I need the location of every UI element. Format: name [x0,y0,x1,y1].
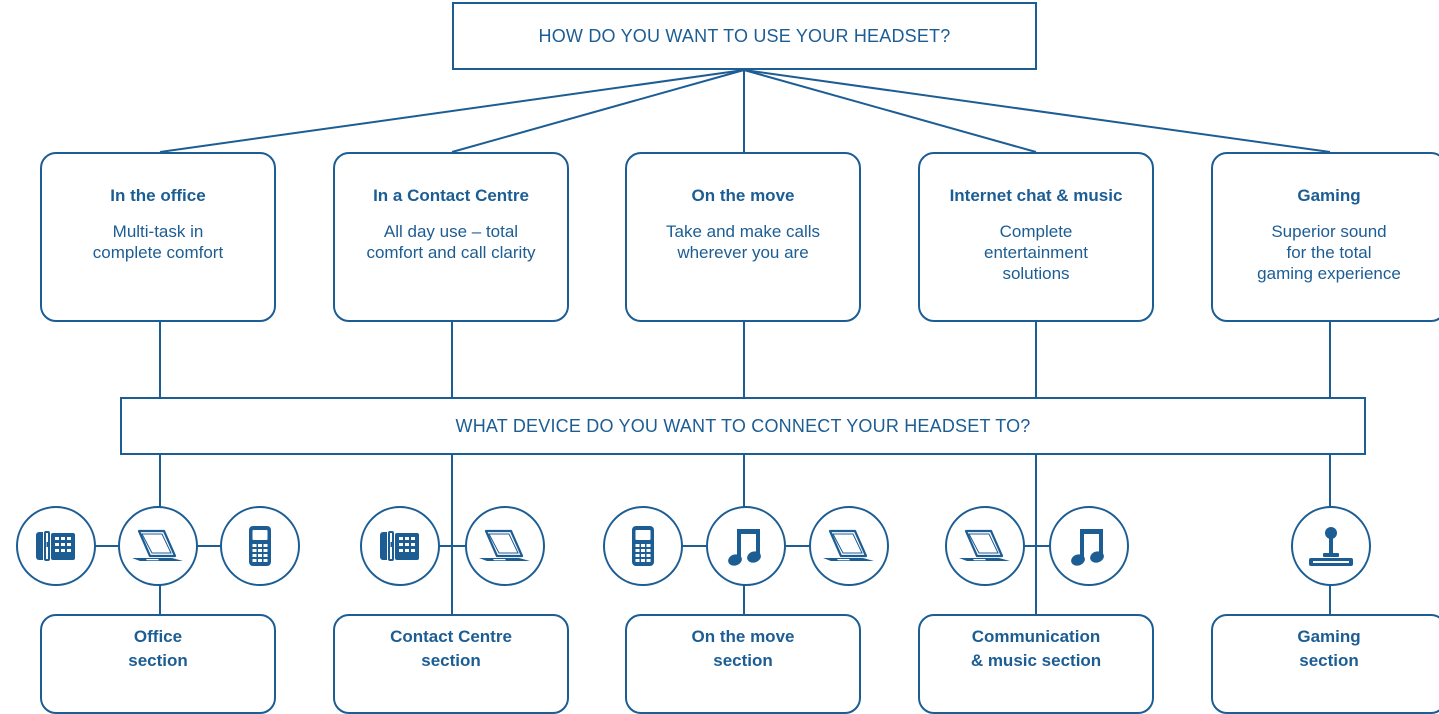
middle-question-box: WHAT DEVICE DO YOU WANT TO CONNECT YOUR … [120,397,1366,455]
use-box-gaming[interactable]: Gaming Superior sound for the total gami… [1211,152,1439,322]
use-desc-line: Multi-task in [112,222,204,241]
use-description: Superior sound for the total gaming expe… [1213,221,1439,284]
section-box-gaming[interactable]: Gaming section [1211,614,1439,714]
use-title: On the move [691,186,795,205]
use-desc-line: Complete [999,222,1073,241]
section-label-line: section [421,651,481,670]
use-box-internet-chat-music[interactable]: Internet chat & music Complete entertain… [918,152,1154,322]
top-question-text: HOW DO YOU WANT TO USE YOUR HEADSET? [538,25,951,46]
music-note-icon[interactable] [706,506,786,586]
use-box-office[interactable]: In the office Multi-task in complete com… [40,152,276,322]
joystick-icon[interactable] [1291,506,1371,586]
use-desc-line: wherever you are [677,243,809,262]
laptop-icon[interactable] [809,506,889,586]
use-desc-line: solutions [1002,264,1070,283]
use-desc-line: comfort and call clarity [366,243,536,262]
use-description: Multi-task in complete comfort [42,221,274,263]
music-note-icon[interactable] [1049,506,1129,586]
use-desc-line: All day use – total [383,222,519,241]
section-label-line: & music section [970,651,1102,670]
laptop-icon[interactable] [118,506,198,586]
use-title: Internet chat & music [949,186,1123,205]
top-question-box: HOW DO YOU WANT TO USE YOUR HEADSET? [452,2,1037,70]
use-description: Take and make calls wherever you are [627,221,859,263]
use-desc-line: Superior sound [1271,222,1387,241]
section-box-office[interactable]: Office section [40,614,276,714]
section-label-line: On the move [691,627,795,646]
section-label-line: Office [133,627,183,646]
use-title: In the office [110,186,206,205]
use-description: All day use – total comfort and call cla… [335,221,567,263]
section-label-line: Communication [971,627,1101,646]
section-label-line: Gaming [1297,627,1361,646]
laptop-icon[interactable] [465,506,545,586]
middle-question-text: WHAT DEVICE DO YOU WANT TO CONNECT YOUR … [455,415,1031,436]
mobile-phone-icon[interactable] [220,506,300,586]
use-box-on-the-move[interactable]: On the move Take and make calls wherever… [625,152,861,322]
section-label-line: Contact Centre [390,627,512,646]
section-label-line: section [1299,651,1359,670]
use-description: Complete entertainment solutions [920,221,1152,284]
section-label-line: section [713,651,773,670]
section-box-contact-centre[interactable]: Contact Centre section [333,614,569,714]
desk-phone-icon[interactable] [360,506,440,586]
use-desc-line: entertainment [984,243,1088,262]
section-label-line: section [128,651,188,670]
desk-phone-icon[interactable] [16,506,96,586]
use-desc-line: complete comfort [92,243,224,262]
use-title: Gaming [1297,186,1361,205]
use-desc-line: Take and make calls [665,222,821,241]
use-title: In a Contact Centre [373,186,529,205]
use-desc-line: for the total [1286,243,1372,262]
section-box-communication-music[interactable]: Communication & music section [918,614,1154,714]
mobile-phone-icon[interactable] [603,506,683,586]
laptop-icon[interactable] [945,506,1025,586]
use-desc-line: gaming experience [1257,264,1401,283]
use-box-contact-centre[interactable]: In a Contact Centre All day use – total … [333,152,569,322]
section-box-on-the-move[interactable]: On the move section [625,614,861,714]
